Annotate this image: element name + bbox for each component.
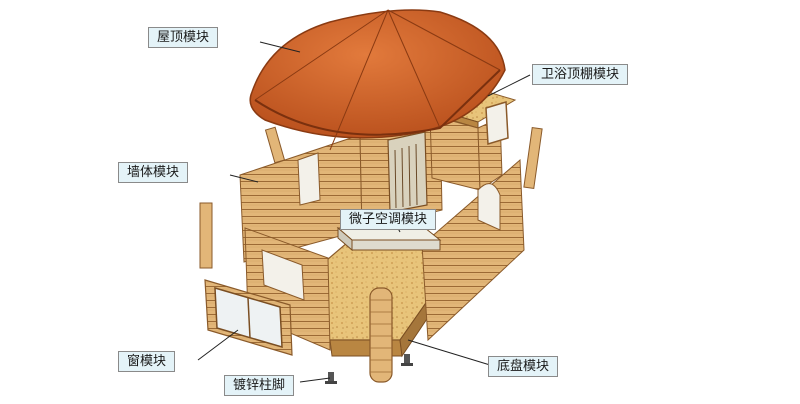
wall-module-right [421,158,525,342]
label-galvanized-footing: 镀锌柱脚 [224,375,295,396]
wall-module-back-left [239,126,363,263]
roof-module [249,9,506,151]
label-wall-module: 墙体模块 [118,162,189,183]
label-bath-ceiling-module: 卫浴顶棚模块 [532,64,629,85]
window-module [199,202,293,356]
corner-post [369,287,393,383]
micro-ac-module [336,226,442,252]
wall-module-back [359,111,443,231]
label-chassis-module: 底盘模块 [488,356,559,377]
label-roof-module: 屋顶模块 [148,27,219,48]
label-window-module: 窗模块 [118,351,176,372]
wall-module-bath [429,101,543,191]
galvanized-footing [325,354,413,384]
label-micro-ac-module: 微子空调模块 [340,209,437,230]
